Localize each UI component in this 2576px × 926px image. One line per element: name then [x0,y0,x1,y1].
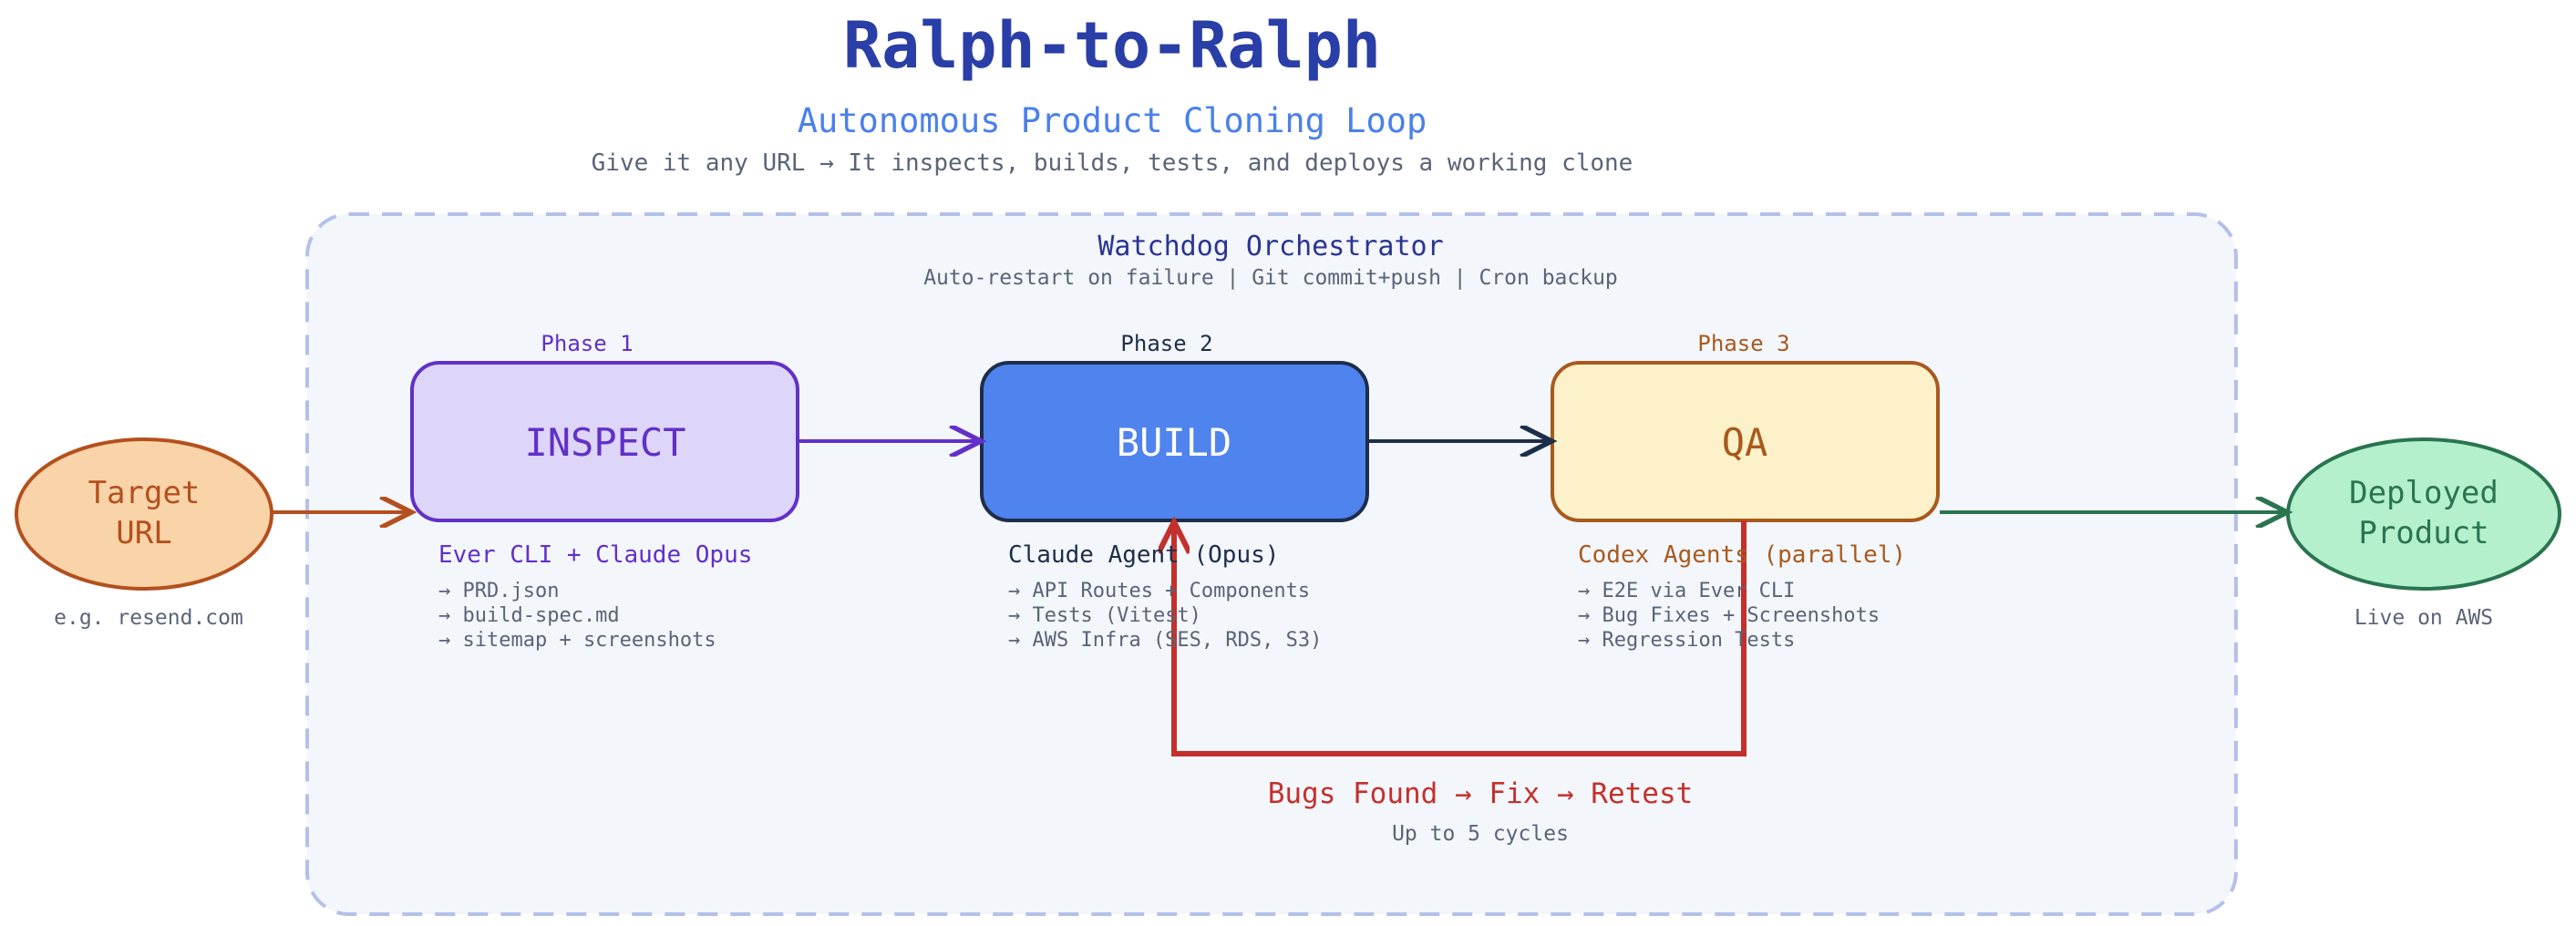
orchestrator-subtitle: Auto-restart on failure | Git commit+pus… [923,266,1618,290]
phase-3-label: Phase 3 [1697,331,1789,356]
deployed-product-label-line2: Product [2358,515,2488,551]
qa-tool: Codex Agents (parallel) [1578,541,1906,569]
deployed-product-caption: Live on AWS [2354,606,2493,630]
diagram-title: Ralph-to-Ralph [843,8,1381,83]
feedback-label: Bugs Found → Fix → Retest [1268,777,1694,810]
deployed-product-label-line1: Deployed [2349,475,2499,511]
diagram-subtitle: Autonomous Product Cloning Loop [798,101,1427,140]
phase-1-label: Phase 1 [541,331,633,356]
inspect-bullet: → PRD.json [438,580,559,602]
build-bullet: → AWS Infra (SES, RDS, S3) [1008,629,1322,652]
build-bullet: → API Routes + Components [1008,580,1310,602]
qa-bullet: → Bug Fixes + Screenshots [1578,604,1880,627]
build-label: BUILD [1117,420,1231,465]
target-url-label-line1: Target [88,475,201,511]
build-tool: Claude Agent (Opus) [1008,541,1279,569]
qa-label: QA [1722,420,1768,465]
diagram-tagline: Give it any URL → It inspects, builds, t… [592,149,1633,177]
build-bullet: → Tests (Vitest) [1008,604,1201,627]
feedback-caption: Up to 5 cycles [1392,822,1569,846]
qa-bullet: → Regression Tests [1578,629,1795,652]
target-url-caption: e.g. resend.com [54,606,243,630]
inspect-bullet: → sitemap + screenshots [438,629,716,652]
target-url-ellipse [15,437,273,591]
deployed-product-ellipse [2286,437,2561,591]
inspect-bullet: → build-spec.md [438,604,620,627]
orchestrator-title: Watchdog Orchestrator [1097,231,1443,262]
phase-2-label: Phase 2 [1120,331,1212,356]
qa-bullet: → E2E via Ever CLI [1578,580,1795,602]
target-url-label-line2: URL [116,515,171,551]
inspect-tool: Ever CLI + Claude Opus [438,541,752,569]
inspect-label: INSPECT [524,420,685,465]
feedback-loop-arrow [1174,520,1747,756]
